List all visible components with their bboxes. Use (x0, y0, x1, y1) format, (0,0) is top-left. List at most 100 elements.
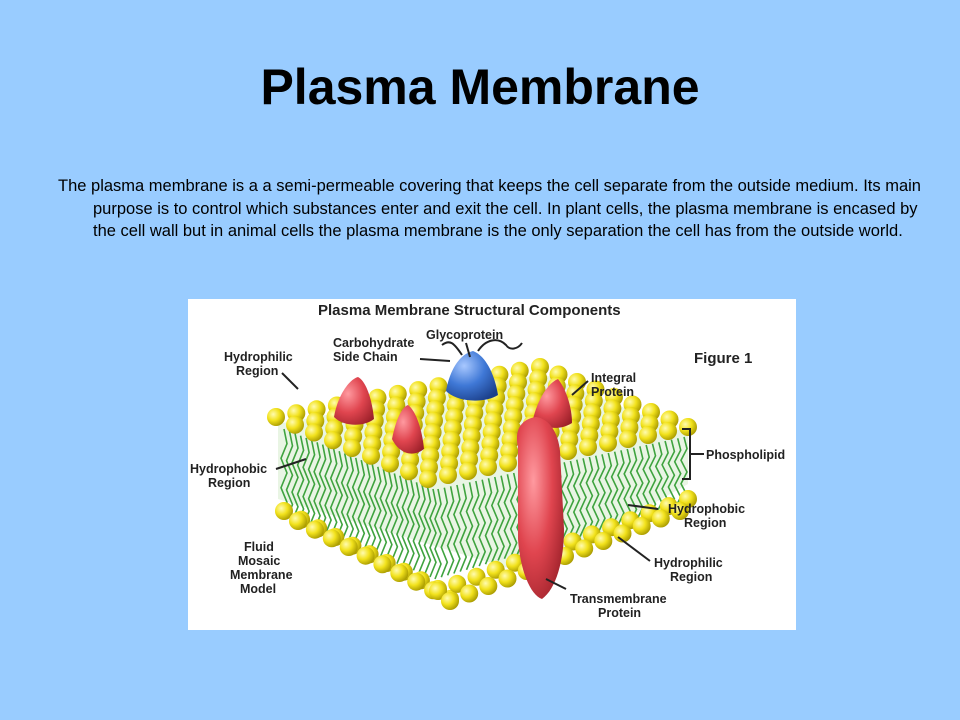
phospholipid-head (286, 415, 304, 434)
phospholipid-head (575, 539, 594, 558)
label-hydrophobic-left-2: Region (208, 476, 250, 490)
phospholipid-tail (368, 464, 377, 553)
phospholipid-head (659, 422, 677, 440)
phospholipid-head (679, 418, 697, 436)
label-fluid-4: Model (240, 582, 276, 596)
label-transmembrane-1: Transmembrane (570, 592, 667, 606)
phospholipid-head (579, 438, 597, 456)
integral-protein-left (334, 377, 374, 425)
phospholipid-head (324, 431, 342, 450)
phospholipid-head (559, 442, 577, 460)
phospholipid-tail (412, 482, 421, 571)
phospholipid-tail (351, 457, 360, 547)
label-integral-1: Integral (591, 371, 636, 385)
phospholipid-head (267, 408, 285, 426)
phospholipid-head (459, 462, 477, 480)
phospholipid-head (651, 509, 670, 528)
slide-title: Plasma Membrane (260, 59, 700, 115)
phospholipid-tail (401, 477, 410, 567)
membrane-diagram: Plasma Membrane Structural Components Fi… (190, 302, 785, 620)
phospholipid-head (419, 470, 437, 488)
leader-hydrophobic-right (627, 504, 659, 510)
phospholipid-tail (302, 437, 310, 527)
transmembrane-protein-shape (516, 417, 564, 599)
slide-body-text: The plasma membrane is a a semi-permeabl… (58, 177, 921, 240)
phospholipid-head (305, 423, 323, 442)
phospholipid-head (305, 520, 324, 539)
leader-transmembrane (545, 578, 567, 590)
phospholipid-tail (585, 456, 594, 536)
label-carbohydrate-1: Carbohydrate (333, 336, 414, 350)
leader-hydrophilic-left (281, 372, 299, 390)
label-fluid-3: Membrane (230, 568, 293, 582)
phospholipid-tail (453, 484, 461, 574)
phospholipid-head (289, 512, 307, 530)
label-fluid-2: Mosaic (238, 554, 280, 568)
label-carbohydrate-2: Side Chain (333, 350, 398, 364)
phospholipid-head (356, 546, 375, 565)
phospholipid-tail (629, 447, 638, 523)
label-phospholipid: Phospholipid (706, 448, 785, 462)
phospholipid-tail (285, 431, 294, 520)
phospholipid-tail (604, 452, 613, 530)
phospholipid-tail (446, 486, 455, 576)
phospholipid-tail (623, 448, 632, 524)
phospholipid-tail (329, 448, 338, 538)
phospholipid-head (632, 517, 651, 535)
phospholipid-head (619, 430, 637, 448)
leader-glycoprotein (465, 342, 471, 358)
phospholipid-tail (478, 479, 487, 567)
phospholipid-tail (598, 454, 606, 532)
phospholipid-tail (407, 479, 415, 569)
phospholipid-tail (667, 439, 676, 512)
phospholipid-tail (471, 480, 480, 569)
phospholipid-head (400, 462, 418, 481)
phospholipid-tail (357, 459, 366, 549)
phospholipid-tail (503, 474, 512, 560)
label-hydrophilic-left-2: Region (236, 364, 278, 378)
phospholipid-tail (497, 475, 505, 561)
integral-protein-middle (392, 405, 424, 454)
phospholipid-tail (291, 433, 299, 522)
phospholipid-tail (490, 476, 499, 563)
label-hydrophilic-right-1: Hydrophilic (654, 556, 723, 570)
label-hydrophobic-right-2: Region (684, 516, 726, 530)
leader-hydrophobic-left (275, 458, 307, 470)
label-hydrophilic-right-2: Region (670, 570, 712, 584)
phospholipid-head (671, 502, 689, 520)
phospholipid-tail (385, 471, 393, 560)
phospholipid-tail (434, 488, 442, 580)
phospholipid-head (441, 592, 459, 610)
label-fluid-1: Fluid (244, 540, 274, 554)
phospholipid-tail (362, 462, 371, 551)
phospholipid-head (498, 569, 517, 588)
phospholipid-tail (484, 478, 493, 565)
phospholipid-head (479, 458, 497, 476)
glycoprotein-shape (446, 351, 498, 401)
phospholipid-head (639, 426, 657, 444)
integral-protein-right (533, 379, 572, 428)
phospholipid-tail (379, 468, 388, 558)
phospholipid-head (362, 446, 380, 465)
phospholipid-tail (307, 439, 316, 529)
phospholipid-tail (373, 466, 382, 556)
phospholipid-tail (579, 458, 587, 537)
phospholipid-tail (509, 472, 518, 558)
phospholipid-tail (610, 451, 619, 528)
phospholipid-head (448, 574, 467, 593)
figure-label: Figure 1 (694, 350, 752, 367)
phospholipid-head (460, 584, 479, 603)
phospholipid-tail (429, 488, 437, 578)
phospholipid-tails (280, 428, 688, 580)
phospholipid-tail (423, 486, 432, 576)
phospholipid-tail (313, 442, 321, 531)
phospholipid-head (594, 532, 613, 550)
phospholipid-tail (396, 475, 404, 565)
phospholipid-tail (566, 460, 575, 541)
label-integral-2: Protein (591, 385, 634, 399)
leader-integral (571, 380, 589, 396)
lower-layer-heads (275, 490, 697, 610)
phospholipid-tail (335, 451, 344, 540)
phospholipid-head (599, 434, 617, 452)
phospholipid-head (381, 454, 399, 473)
